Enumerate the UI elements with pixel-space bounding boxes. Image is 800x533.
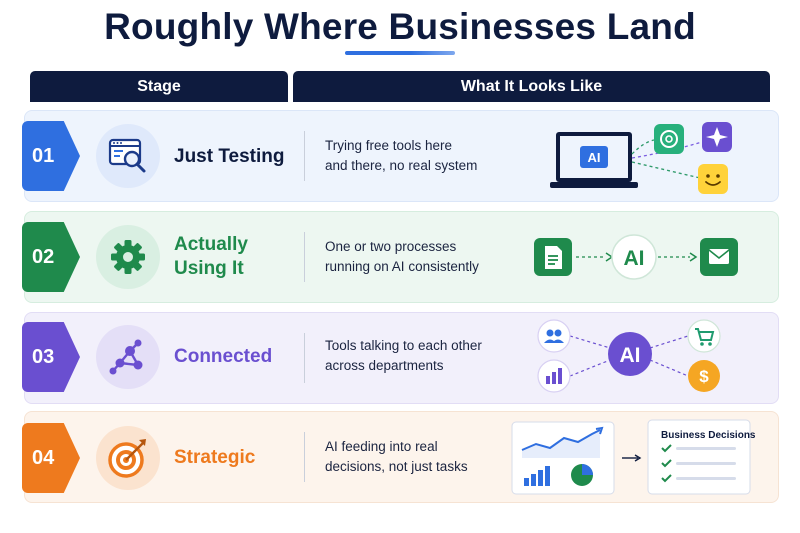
stage-name: Connected: [174, 346, 273, 367]
stage-name: Strategic: [174, 447, 256, 468]
ai-hub-circle: [608, 332, 652, 376]
decision-dashboard-illustration: Business Decisions: [511, 419, 755, 495]
divider: [304, 232, 305, 282]
business-decisions-card: [647, 419, 751, 495]
chatbot-app-icon: [654, 124, 684, 154]
laptop-tools-illustration: AI: [550, 122, 732, 194]
dollar-coin-icon: [688, 360, 720, 392]
divider: [304, 131, 305, 181]
header-what-it-looks-like: What It Looks Like: [293, 71, 770, 102]
header-stage: Stage: [30, 71, 288, 102]
network-nodes-icon: [96, 325, 160, 389]
process-flow-illustration: AI: [534, 234, 738, 280]
browser-magnifier-icon: [96, 124, 160, 188]
target-arrow-icon: [96, 426, 160, 490]
connected-departments-illustration: AI $: [537, 319, 721, 393]
ai-hub-label: AI: [620, 344, 641, 367]
laptop-ai-label: AI: [588, 150, 601, 165]
title-underline: [345, 51, 455, 55]
gear-icon: [96, 225, 160, 289]
business-decisions-title: Business Decisions: [661, 430, 755, 441]
divider: [304, 333, 305, 383]
team-people-icon: [537, 319, 571, 353]
shopping-cart-icon: [687, 319, 721, 353]
svg-text:$: $: [699, 367, 709, 386]
stage-name: Just Testing: [174, 146, 285, 167]
ai-hub-circle: [611, 234, 657, 280]
ai-hub-label: AI: [624, 247, 645, 270]
page-title: Roughly Where Businesses Land: [104, 6, 696, 47]
divider: [304, 432, 305, 482]
smiley-app-icon: [698, 164, 728, 194]
